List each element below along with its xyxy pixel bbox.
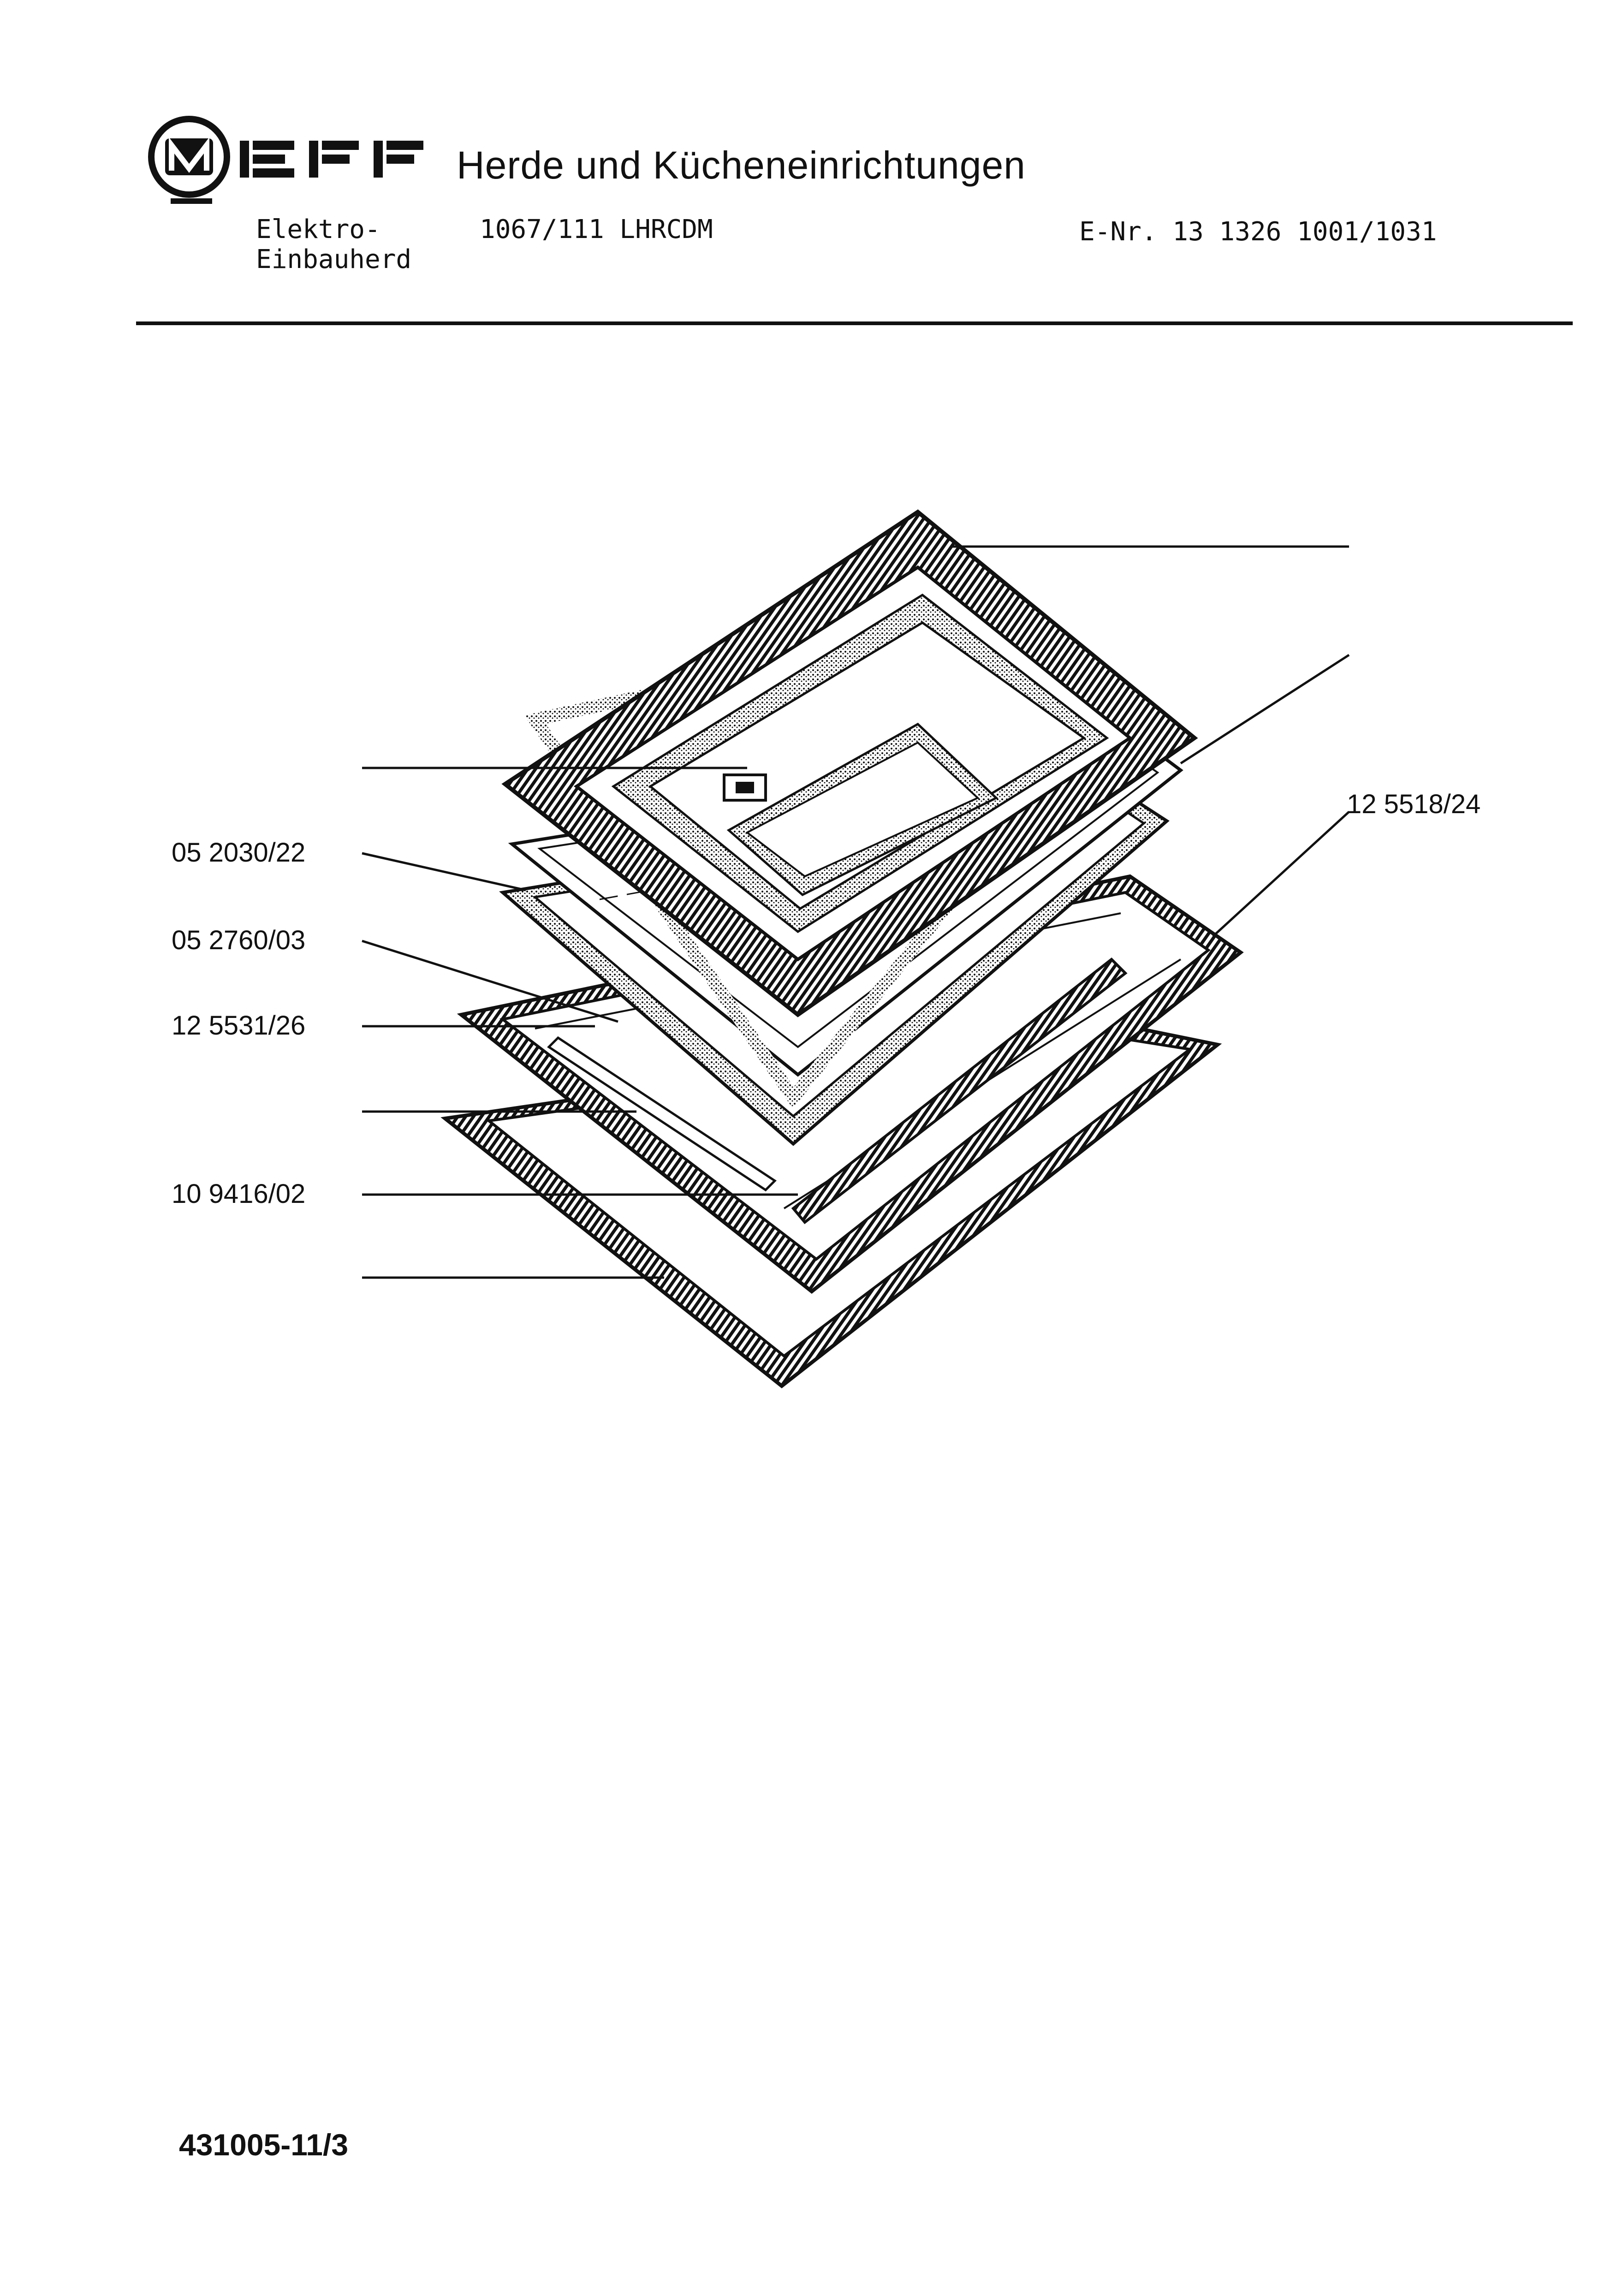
neff-logo: [148, 116, 423, 204]
device-type-line2: Einbauherd: [256, 244, 412, 274]
header-rule: [136, 321, 1573, 325]
company-name: Herde und Kücheneinrichtungen: [457, 143, 1026, 187]
part-label-3: 12 5531/26: [172, 1011, 306, 1041]
door-handle: [547, 958, 1128, 1225]
e-number: E-Nr. 13 1326 1001/1031: [1079, 217, 1437, 247]
leader-lines: [362, 545, 1350, 1279]
device-type-line1: Elektro-: [256, 214, 380, 244]
model-number: 1067/111 LHRCDM: [480, 214, 713, 244]
part-label-2: 05 2760/03: [172, 925, 306, 955]
front-frame: [501, 509, 1198, 1017]
document-number: 431005-11/3: [179, 2128, 349, 2162]
part-label-1: 05 2030/22: [172, 838, 306, 868]
part-label-5: 12 5518/24: [1347, 789, 1481, 819]
part-label-4: 10 9416/02: [172, 1179, 306, 1209]
